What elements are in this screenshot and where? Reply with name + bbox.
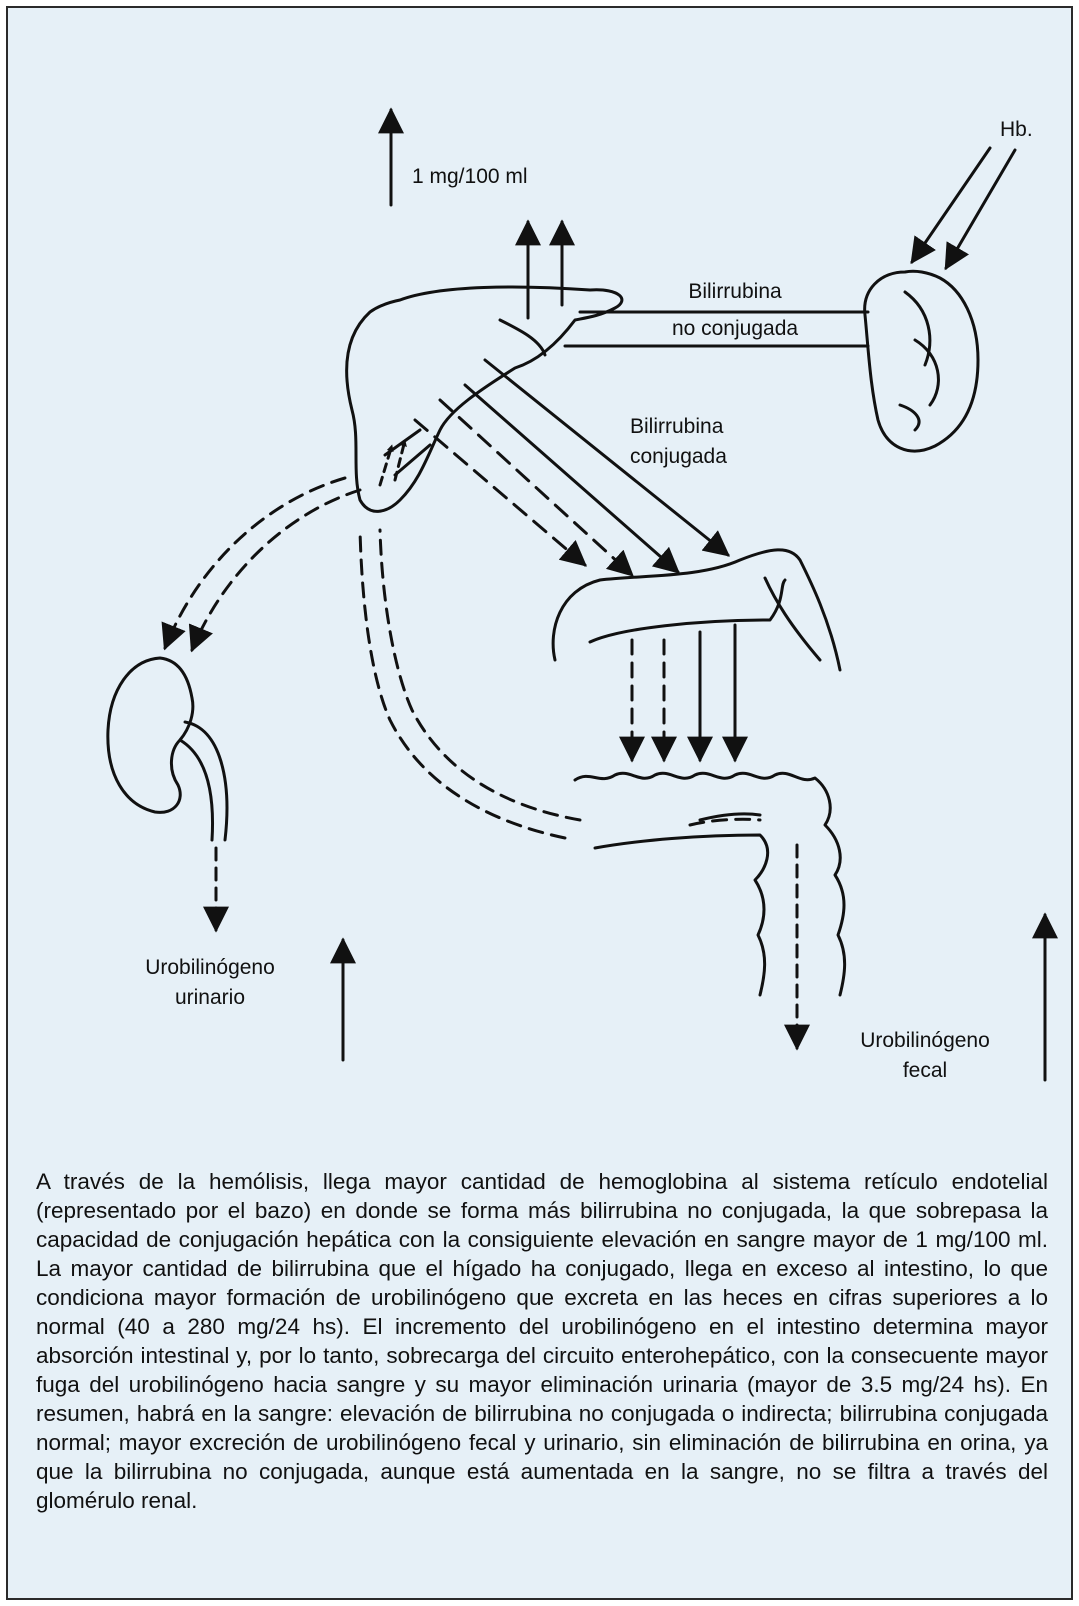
small-intestine	[553, 550, 840, 670]
colon	[575, 773, 845, 995]
fecal-label-1: Urobilinógeno	[830, 1028, 1020, 1054]
spleen	[865, 271, 978, 451]
hb-arrow-2	[946, 150, 1015, 268]
hb-arrow-1	[912, 148, 990, 262]
threshold-label: 1 mg/100 ml	[412, 164, 528, 190]
enterohepatic-arrow-2	[415, 420, 585, 565]
fecal-label-2: fecal	[830, 1058, 1020, 1084]
conjugated-label-1: Bilirrubina	[630, 414, 723, 440]
unconjugated-label-1: Bilirrubina	[650, 279, 820, 305]
urinary-label-1: Urobilinógeno	[110, 955, 310, 981]
conjugated-label-2: conjugada	[630, 444, 727, 470]
hb-label: Hb.	[1000, 117, 1033, 143]
figure-caption: A través de la hemólisis, llega mayor ca…	[36, 1167, 1048, 1515]
liver-to-kidney-arrow-1	[165, 478, 345, 648]
enterohepatic-arrow-1	[440, 400, 632, 575]
unconjugated-label-2: no conjugada	[640, 316, 830, 342]
kidney	[108, 658, 193, 812]
enterohepatic-loop	[360, 530, 565, 838]
urinary-label-2: urinario	[110, 985, 310, 1011]
liver-to-kidney-arrow-2	[192, 490, 360, 650]
